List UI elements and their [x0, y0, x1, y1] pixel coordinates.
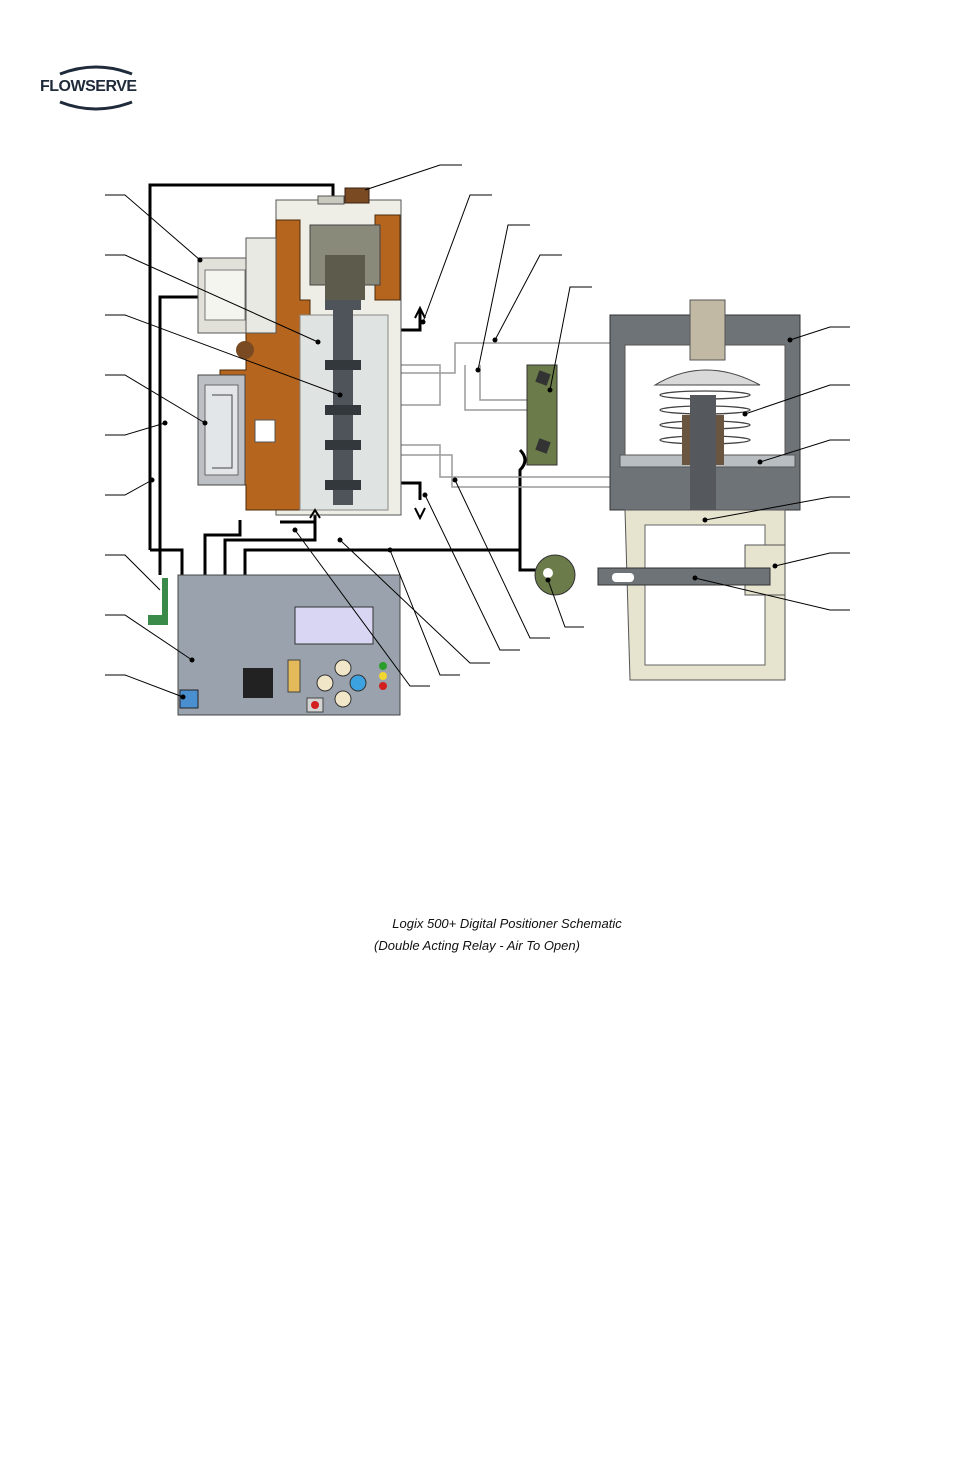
caption-subtitle: (Double Acting Relay - Air To Open) [374, 938, 580, 953]
caption-title: Logix 500+ Digital Positioner Schematic [392, 916, 622, 931]
callout-dots [149, 257, 793, 700]
microprocessor-chip [243, 668, 273, 698]
keypad-up-button [334, 659, 352, 677]
keypad-down-button [334, 690, 352, 708]
callout-leaders [105, 164, 850, 698]
main-pcb [148, 574, 401, 716]
flowserve-logo: FLOWSERVE [40, 64, 152, 112]
pneumatic-lines [148, 183, 545, 575]
actuator [597, 299, 801, 681]
positioner-schematic [105, 164, 850, 716]
keypad-left-button [316, 674, 334, 692]
led-green [379, 662, 387, 670]
pressure-modulator [197, 237, 277, 486]
keypad-right-button [349, 674, 367, 692]
exhaust-arrow-icon [309, 305, 426, 521]
led-red [379, 682, 387, 690]
terminal-block [179, 689, 199, 709]
flowserve-logo-icon [59, 65, 133, 111]
feedback-connector [148, 615, 168, 625]
lcd-display [294, 606, 374, 645]
logo-wordmark: FLOWSERVE [40, 78, 137, 95]
dip-switch [287, 659, 301, 693]
pneumatic-channels [400, 342, 610, 488]
feedback-cam [526, 364, 576, 596]
led-yellow [379, 672, 387, 680]
relay-body [219, 187, 402, 516]
